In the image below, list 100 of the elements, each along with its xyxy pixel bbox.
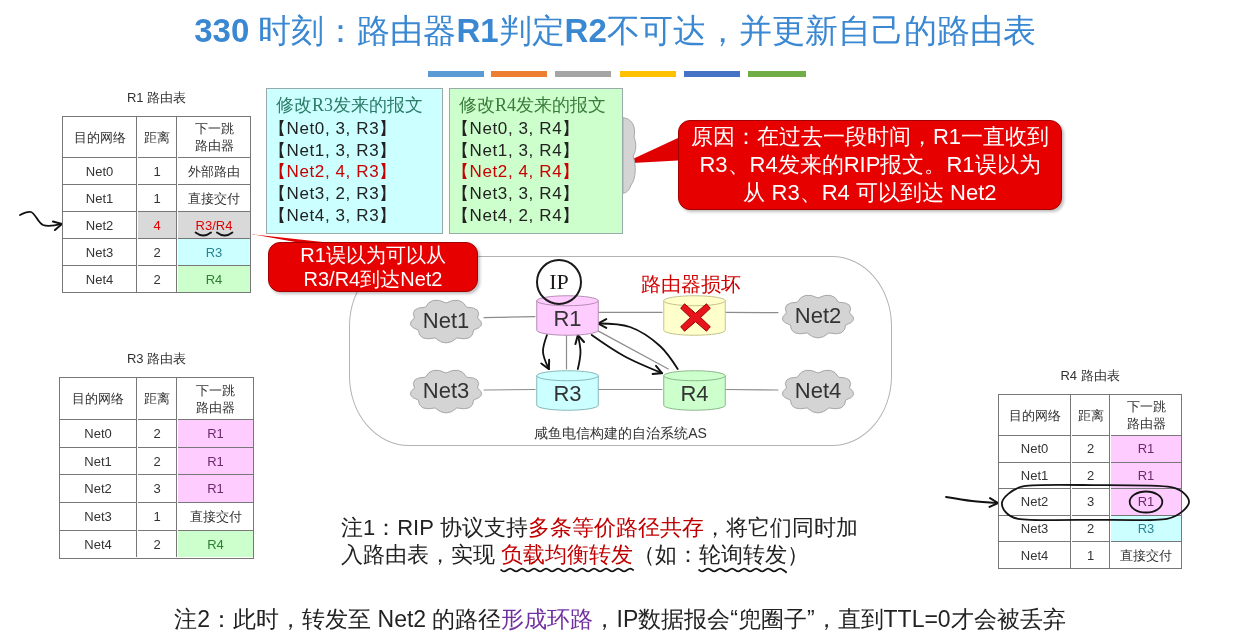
note-text: 注1：RIP 协议支持多条等价路径共存，将它们同时加入路由表，实现 负载均衡转发（如：轮询转发） xyxy=(341,514,859,568)
router-cylinder xyxy=(536,295,599,336)
callout-text: 原因：在过去一段时间，R1一直收到R3、R4发来的RIP报文。R1误以为从 R3、R4 可以到达 Net2 xyxy=(689,123,1051,207)
message-entry: 【Net1, 3, R3】 xyxy=(269,139,397,162)
note-text: 注2：此时，转发至 Net2 的路径形成环路，IP数据报会“兜圈子”，直到TTL=0才会被丢弃 xyxy=(174,605,1066,633)
table-cell: Net1 xyxy=(999,462,1071,490)
message-heading: 修改R3发来的报文 xyxy=(276,94,423,116)
table-cell: 直接交付 xyxy=(178,503,253,531)
network-link xyxy=(483,388,536,391)
table-cell: 1 xyxy=(1072,542,1110,568)
network-link xyxy=(565,334,568,370)
message-entry: 【Net2, 4, R3】 xyxy=(269,161,397,184)
network-name: Net2 xyxy=(794,303,842,329)
message-entry: 【Net2, 4, R4】 xyxy=(452,161,580,184)
router-cylinder xyxy=(663,295,726,336)
table-cell: Net2 xyxy=(999,489,1071,516)
table-title: R3 路由表 xyxy=(126,350,187,367)
partial-cloud-shape xyxy=(623,117,637,194)
table-cell: R1 xyxy=(178,420,253,448)
network-link xyxy=(483,315,536,319)
table-header-cell: 目的网络 xyxy=(999,395,1071,436)
table-cell: R4 xyxy=(178,530,253,558)
table-cell: 1 xyxy=(138,503,177,531)
network-link xyxy=(724,388,779,391)
router-name: R3 xyxy=(553,380,582,407)
table-cell: Net4 xyxy=(999,542,1071,568)
table-cell: Net4 xyxy=(60,530,137,558)
table-header-cell: 距离 xyxy=(138,117,177,158)
table-cell: 2 xyxy=(1072,462,1110,490)
message-heading: 修改R4发来的报文 xyxy=(459,94,606,116)
table-cell: 2 xyxy=(138,239,177,266)
boundary-label: 咸鱼电信构建的自治系统AS xyxy=(534,424,707,442)
message-entry: 【Net0, 3, R3】 xyxy=(269,117,397,140)
network-name: Net4 xyxy=(794,378,842,404)
network-link xyxy=(597,311,663,314)
table-cell: 4 xyxy=(138,212,177,239)
router-cylinder xyxy=(536,370,599,411)
table-cell: Net2 xyxy=(60,475,137,504)
callout-bubble xyxy=(268,242,478,292)
node-caption: 路由器损坏 xyxy=(641,272,741,296)
hand-drawn-arrow xyxy=(597,318,679,370)
router-name: R4 xyxy=(680,380,709,407)
table-cell: R1 xyxy=(178,447,253,476)
message-box xyxy=(449,88,623,234)
table-cell: 2 xyxy=(1072,436,1110,463)
network-cloud xyxy=(407,367,485,415)
network-cloud xyxy=(779,292,857,340)
table-cell: R3 xyxy=(178,239,250,266)
network-link xyxy=(597,388,663,391)
table-cell: Net0 xyxy=(63,158,137,185)
table-cell: R4 xyxy=(178,266,250,292)
network-cloud xyxy=(407,297,485,345)
network-link xyxy=(724,311,779,314)
message-entry: 【Net3, 3, R4】 xyxy=(452,183,580,205)
network-name: Net1 xyxy=(422,308,470,334)
handwritten-label: IP xyxy=(549,270,569,294)
slide-title: 330 时刻：路由器R1判定R2不可达，并更新自己的路由表 xyxy=(194,11,1036,51)
message-entry: 【Net3, 2, R3】 xyxy=(269,183,397,205)
hand-drawn-arrow xyxy=(574,334,585,370)
message-entry: 【Net4, 2, R4】 xyxy=(452,204,580,227)
table-cell: R1 xyxy=(1111,436,1181,463)
table-cell: R1 xyxy=(1111,489,1181,516)
router-cylinder xyxy=(663,370,726,411)
table-title: R4 路由表 xyxy=(1060,367,1120,384)
table-title: R1 路由表 xyxy=(126,89,187,106)
network-name: Net3 xyxy=(422,378,470,404)
table-cell: 2 xyxy=(138,530,177,558)
table-cell: Net3 xyxy=(60,503,137,531)
table-header-cell: 下一跳路由器 xyxy=(178,117,250,158)
hand-drawn-arrow xyxy=(945,496,999,508)
network-cloud xyxy=(779,367,857,415)
table-cell: R1 xyxy=(178,475,253,504)
hand-drawn-arrow xyxy=(540,334,551,370)
table-cell: Net0 xyxy=(999,436,1071,463)
hand-drawn-arrow xyxy=(590,334,663,376)
network-link xyxy=(597,330,669,370)
table-cell: 2 xyxy=(138,420,177,448)
table-cell: Net2 xyxy=(63,212,137,239)
table-cell: Net3 xyxy=(63,239,137,266)
table-header-cell: 目的网络 xyxy=(63,117,137,158)
table-cell: Net3 xyxy=(999,515,1071,543)
table-cell: Net0 xyxy=(60,420,137,448)
message-entry: 【Net0, 3, R4】 xyxy=(452,117,580,140)
table-cell: R3/R4 xyxy=(178,212,250,239)
table-cell: Net4 xyxy=(63,266,137,292)
hand-drawn-arrow xyxy=(19,210,63,232)
router-name: R1 xyxy=(553,305,582,332)
table-cell: 3 xyxy=(138,475,177,504)
callout-text: R1误以为可以从R3/R4到达Net2 xyxy=(299,243,447,291)
table-cell: 3 xyxy=(1072,489,1110,516)
table-header-cell: 目的网络 xyxy=(60,378,137,420)
message-entry: 【Net1, 3, R4】 xyxy=(452,139,580,162)
message-box xyxy=(266,88,443,234)
table-cell: 2 xyxy=(1072,515,1110,543)
table-cell: Net1 xyxy=(63,185,137,212)
table-cell: Net1 xyxy=(60,447,137,476)
table-cell: 1 xyxy=(138,158,177,185)
table-cell: 2 xyxy=(138,266,177,292)
table-header-cell: 距离 xyxy=(1072,395,1110,436)
table-header-cell: 距离 xyxy=(138,378,177,420)
